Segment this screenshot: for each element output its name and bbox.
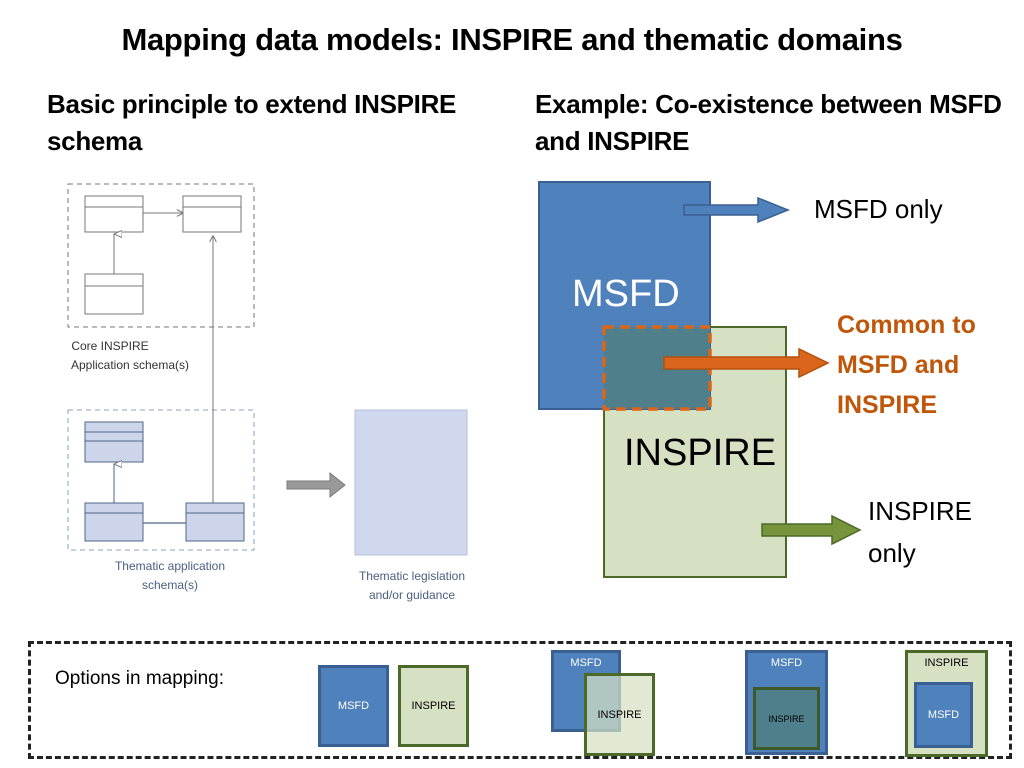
option3-inspire-box: INSPIRE [753,687,820,750]
common-label: Common to MSFD and INSPIRE [837,305,976,425]
thematic-class-3 [185,502,245,542]
common-label-line-2: MSFD and [837,351,960,379]
options-label: Options in mapping: [55,668,224,689]
msfd-box-label: MSFD [572,273,680,315]
thematic-label-1: Thematic application [115,559,225,573]
option4-msfd-box: MSFD [914,682,973,748]
options-frame [28,641,1012,759]
inspire-only-arrow [761,514,862,546]
core-label-2: Application schema(s) [71,358,189,372]
msfd-only-arrow [683,196,791,224]
msfd-only-label: MSFD only [814,194,943,224]
core-label-1: Core INSPIRE [71,339,148,353]
common-label-line-1: Common to [837,311,976,339]
inspire-only-label: INSPIRE only [868,490,972,574]
core-class-1 [84,195,144,233]
to-legislation-arrow [286,471,346,499]
thematic-class-1 [84,421,144,463]
option1-msfd-box: MSFD [318,665,389,747]
inspire-only-line-2: only [868,538,916,568]
thematic-class-2 [84,502,144,542]
inspire-box-label: INSPIRE [624,432,777,474]
option2-inspire-box: INSPIRE [584,673,655,756]
common-arrow [663,347,830,379]
coexistence-diagram [538,181,862,578]
left-heading: Basic principle to extend INSPIRE schema [47,89,457,156]
common-label-line-3: INSPIRE [837,391,938,419]
thematic-label-2: schema(s) [142,578,198,592]
right-heading: Example: Co-existence between MSFD and I… [535,89,1002,156]
thematic-schema-frame [67,409,255,551]
uml-extension-diagram: Core INSPIRE Application schema(s) Thema… [67,183,468,602]
legislation-label-2: and/or guidance [369,588,455,602]
core-schema-frame [67,183,255,328]
legislation-document [354,409,468,556]
inspire-only-line-1: INSPIRE [868,496,973,526]
legislation-label-1: Thematic legislation [359,569,465,583]
core-class-2 [182,195,242,233]
slide-title: Mapping data models: INSPIRE and themati… [121,22,903,57]
option1-inspire-box: INSPIRE [398,665,469,747]
